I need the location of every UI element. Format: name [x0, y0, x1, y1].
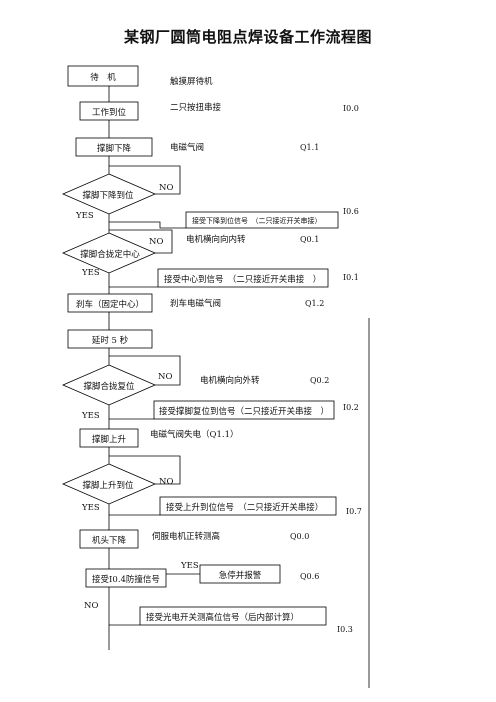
leg-up-box [79, 428, 139, 448]
photo-signal-label: 接受光电开关测高位信号（后内部计算） [146, 612, 299, 623]
note-brake-valve: 刹车电磁气阀 [170, 298, 221, 309]
leg-down-ok-no: NO [159, 183, 173, 193]
collision-box [85, 568, 167, 588]
recv-leg-down-link [109, 221, 186, 229]
note-valve-off: 电磁气阀失电（Q1.1） [150, 429, 239, 440]
leg-reset-yes: YES [81, 411, 100, 421]
leg-down-ok-yes: YES [75, 211, 94, 221]
leg-align-label: 撑脚合拢定中心 [80, 249, 140, 260]
delay-label: 延时 5 秒 [92, 335, 129, 346]
leg-up-ok-decision [61, 463, 157, 505]
recv-leg-down-box [185, 211, 339, 229]
recv-up-box [159, 496, 337, 516]
note-servo: 伺服电机正转测高 [152, 531, 220, 542]
code-i07: I0.7 [346, 507, 362, 516]
page-title: 某钢厂圆筒电阻点焊设备工作流程图 [123, 28, 372, 46]
work-in-place-label: 工作到位 [92, 107, 127, 118]
leg-up-ok-no: NO [159, 477, 173, 487]
leg-reset-label: 撑脚合拢复位 [83, 381, 135, 392]
code-i01: I0.1 [343, 273, 359, 282]
leg-align-yes: YES [81, 268, 100, 278]
recv-leg-down-label: 接受下降到位信号 （二只接近开关串接） [192, 216, 322, 225]
note-solenoid-valve: 电磁气阀 [170, 142, 204, 153]
code-i03: I0.3 [337, 625, 353, 634]
leg-reset-no-loop [109, 355, 181, 386]
code-i00: I0.0 [343, 104, 359, 113]
code-q12: Q1.2 [305, 299, 324, 308]
note-two-buttons: 二只按扭串接 [170, 102, 222, 113]
leg-up-ok-no-loop [109, 455, 181, 485]
recv-up-label: 接受上升到位信号 （二只接近开关串接） [166, 502, 323, 513]
note-motor-out: 电机横向向外转 [200, 375, 260, 386]
code-i02: I0.2 [343, 403, 359, 412]
head-down-box [79, 529, 139, 549]
note-motor-in: 电机横向向内转 [186, 234, 246, 245]
work-in-place-box [79, 101, 139, 121]
recv-reset-label: 接受撑脚复位到信号（二只接近开关串接 ） [159, 406, 329, 417]
leg-down-ok-label: 撑脚下降到位 [82, 190, 134, 201]
leg-down-ok-decision [61, 173, 157, 215]
code-q02: Q0.2 [310, 376, 329, 385]
leg-down-ok-no-loop [109, 165, 181, 195]
delay-box [67, 329, 153, 349]
head-down-label: 机头下降 [92, 535, 127, 546]
leg-down-label: 撑脚下降 [97, 143, 132, 154]
collision-yes: YES [180, 561, 199, 571]
collision-label: 接受I0.4防撞信号 [92, 574, 160, 585]
estop-box [199, 564, 281, 584]
standby-box [67, 65, 139, 87]
collision-no: NO [84, 601, 98, 611]
code-i06: I0.6 [343, 207, 359, 216]
recv-center-label: 接受中心到信号 （二只接近开关串接 ） [164, 274, 321, 285]
recv-center-box [157, 268, 329, 288]
code-q11: Q1.1 [300, 143, 319, 152]
brake-box [67, 293, 153, 313]
leg-up-ok-label: 撑脚上升到位 [82, 480, 134, 491]
photo-signal-box [139, 606, 327, 626]
note-touch-standby: 触摸屏待机 [170, 76, 213, 87]
recv-reset-box [153, 400, 335, 420]
leg-reset-decision [61, 364, 157, 406]
estop-label: 急停并报警 [219, 570, 262, 581]
leg-align-no: NO [149, 237, 163, 247]
leg-reset-no: NO [158, 372, 172, 382]
leg-up-label: 撑脚上升 [92, 434, 127, 445]
code-q00: Q0.0 [290, 532, 309, 541]
leg-align-decision [61, 232, 157, 274]
leg-down-box [75, 137, 153, 157]
brake-label: 刹车（固定中心） [76, 299, 144, 310]
standby-label: 待 机 [90, 72, 116, 83]
leg-up-ok-yes: YES [81, 503, 100, 513]
code-q06: Q0.6 [300, 572, 319, 581]
code-q01: Q0.1 [300, 235, 319, 244]
leg-align-no-loop [109, 229, 173, 254]
